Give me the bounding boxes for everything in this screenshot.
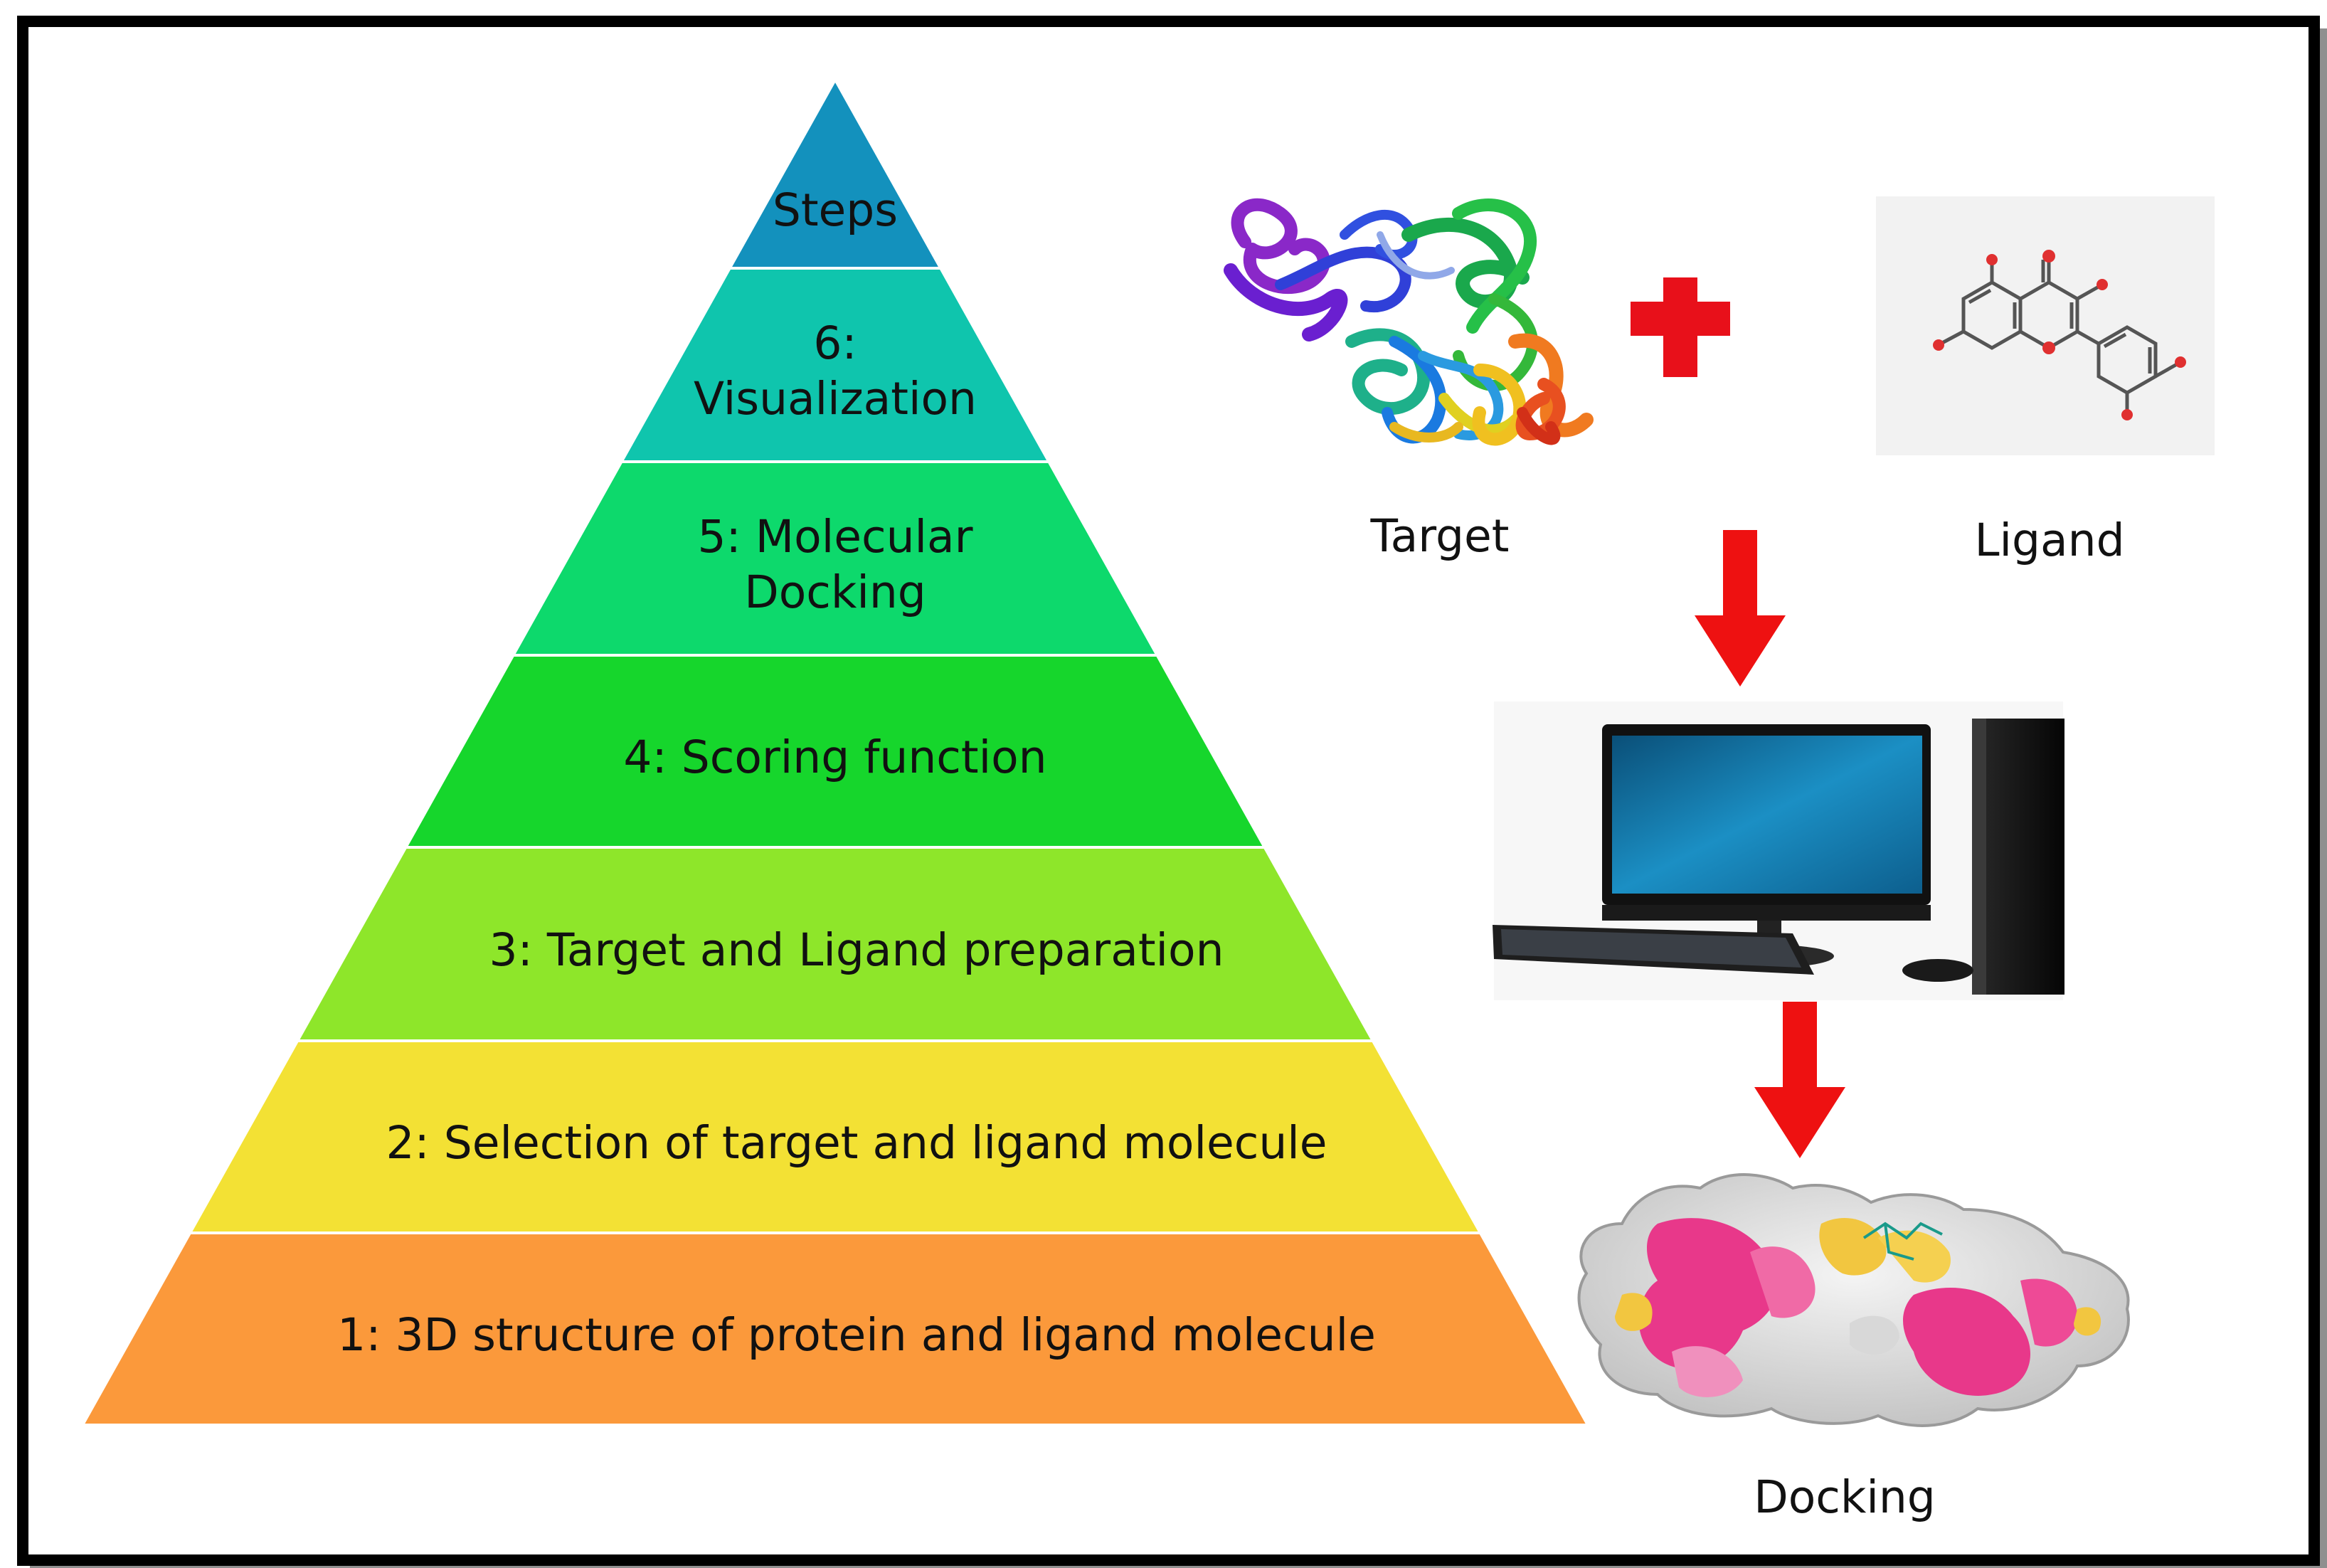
target-label: Target — [1370, 510, 1510, 562]
ligand-label: Ligand — [1974, 514, 2124, 566]
flow-arrows — [1695, 530, 1845, 1158]
pyramid-tier-label: 3: Target and Ligand preparation — [489, 924, 1224, 976]
pyramid-tier-1 — [727, 76, 943, 270]
pyramid-tier-label: 5: Molecular — [697, 511, 972, 563]
ligand-structure-image — [1876, 196, 2215, 455]
protein-ribbon-image — [1224, 198, 1594, 446]
arrow-target-to-computer — [1695, 530, 1786, 687]
pyramid-tier-7 — [80, 1231, 1591, 1426]
docking-surface-image — [1577, 1173, 2130, 1427]
arrow-computer-to-docking — [1754, 1002, 1845, 1158]
pyramid-tier-label: Docking — [744, 566, 926, 618]
pyramid-tier-label: Visualization — [694, 373, 977, 425]
docking-label: Docking — [1754, 1471, 1936, 1523]
pyramid-tier-label: 2: Selection of target and ligand molecu… — [386, 1117, 1327, 1169]
plus-icon — [1631, 277, 1730, 377]
pyramid-tier-label: 1: 3D structure of protein and ligand mo… — [337, 1309, 1376, 1361]
pyramid-tier-label: 4: Scoring function — [623, 731, 1046, 783]
computer-image — [1493, 701, 2064, 1000]
pyramid-tier-label: Steps — [773, 184, 898, 236]
pyramid-tier-label: 6: — [813, 317, 857, 369]
